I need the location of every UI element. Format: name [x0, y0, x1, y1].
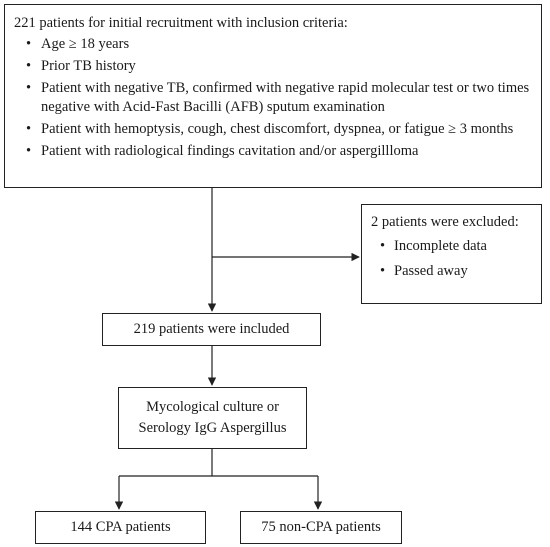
- criteria-list: • Age ≥ 18 years • Prior TB history • Pa…: [14, 35, 531, 161]
- excluded-item-incomplete-data: • Incomplete data: [371, 237, 531, 256]
- excluded-list: • Incomplete data • Passed away: [371, 237, 531, 281]
- excluded-patients-box: 2 patients were excluded: • Incomplete d…: [361, 204, 542, 304]
- excluded-item-passed-away: • Passed away: [371, 262, 531, 281]
- excluded-item-text: Incomplete data: [394, 238, 487, 254]
- criteria-item-text: Patient with radiological findings cavit…: [41, 143, 419, 159]
- culture-line-2: Serology IgG Aspergillus: [138, 420, 287, 436]
- bullet-icon: •: [26, 36, 32, 52]
- criteria-item-radiological: • Patient with radiological findings cav…: [14, 142, 531, 161]
- culture-line-1: Mycological culture or: [146, 399, 279, 415]
- criteria-item-text: Patient with hemoptysis, cough, chest di…: [41, 121, 514, 137]
- criteria-heading: 221 patients for initial recruitment wit…: [14, 15, 348, 31]
- criteria-item-text: Prior TB history: [41, 58, 136, 74]
- criteria-item-age: • Age ≥ 18 years: [14, 35, 531, 54]
- bullet-icon: •: [26, 143, 32, 159]
- bullet-icon: •: [380, 263, 386, 279]
- mycological-culture-box: Mycological culture or Serology IgG Aspe…: [118, 387, 307, 449]
- non-cpa-patients-box: 75 non-CPA patients: [240, 511, 402, 544]
- bullet-icon: •: [26, 121, 32, 137]
- cpa-text: 144 CPA patients: [70, 519, 171, 535]
- bullet-icon: •: [26, 58, 32, 74]
- criteria-item-symptoms: • Patient with hemoptysis, cough, chest …: [14, 120, 531, 139]
- criteria-item-text: Age ≥ 18 years: [41, 36, 130, 52]
- criteria-item-text: Patient with negative TB, confirmed with…: [41, 80, 530, 115]
- bullet-icon: •: [380, 238, 386, 254]
- included-text: 219 patients were included: [133, 321, 290, 337]
- criteria-item-tb-history: • Prior TB history: [14, 57, 531, 76]
- cpa-patients-box: 144 CPA patients: [35, 511, 206, 544]
- excluded-heading: 2 patients were excluded:: [371, 214, 519, 230]
- inclusion-criteria-box: 221 patients for initial recruitment wit…: [4, 4, 542, 188]
- bullet-icon: •: [26, 80, 32, 96]
- excluded-item-text: Passed away: [394, 263, 468, 279]
- included-patients-box: 219 patients were included: [102, 313, 321, 346]
- criteria-item-negative-tb: • Patient with negative TB, confirmed wi…: [14, 79, 531, 117]
- noncpa-text: 75 non-CPA patients: [261, 519, 381, 535]
